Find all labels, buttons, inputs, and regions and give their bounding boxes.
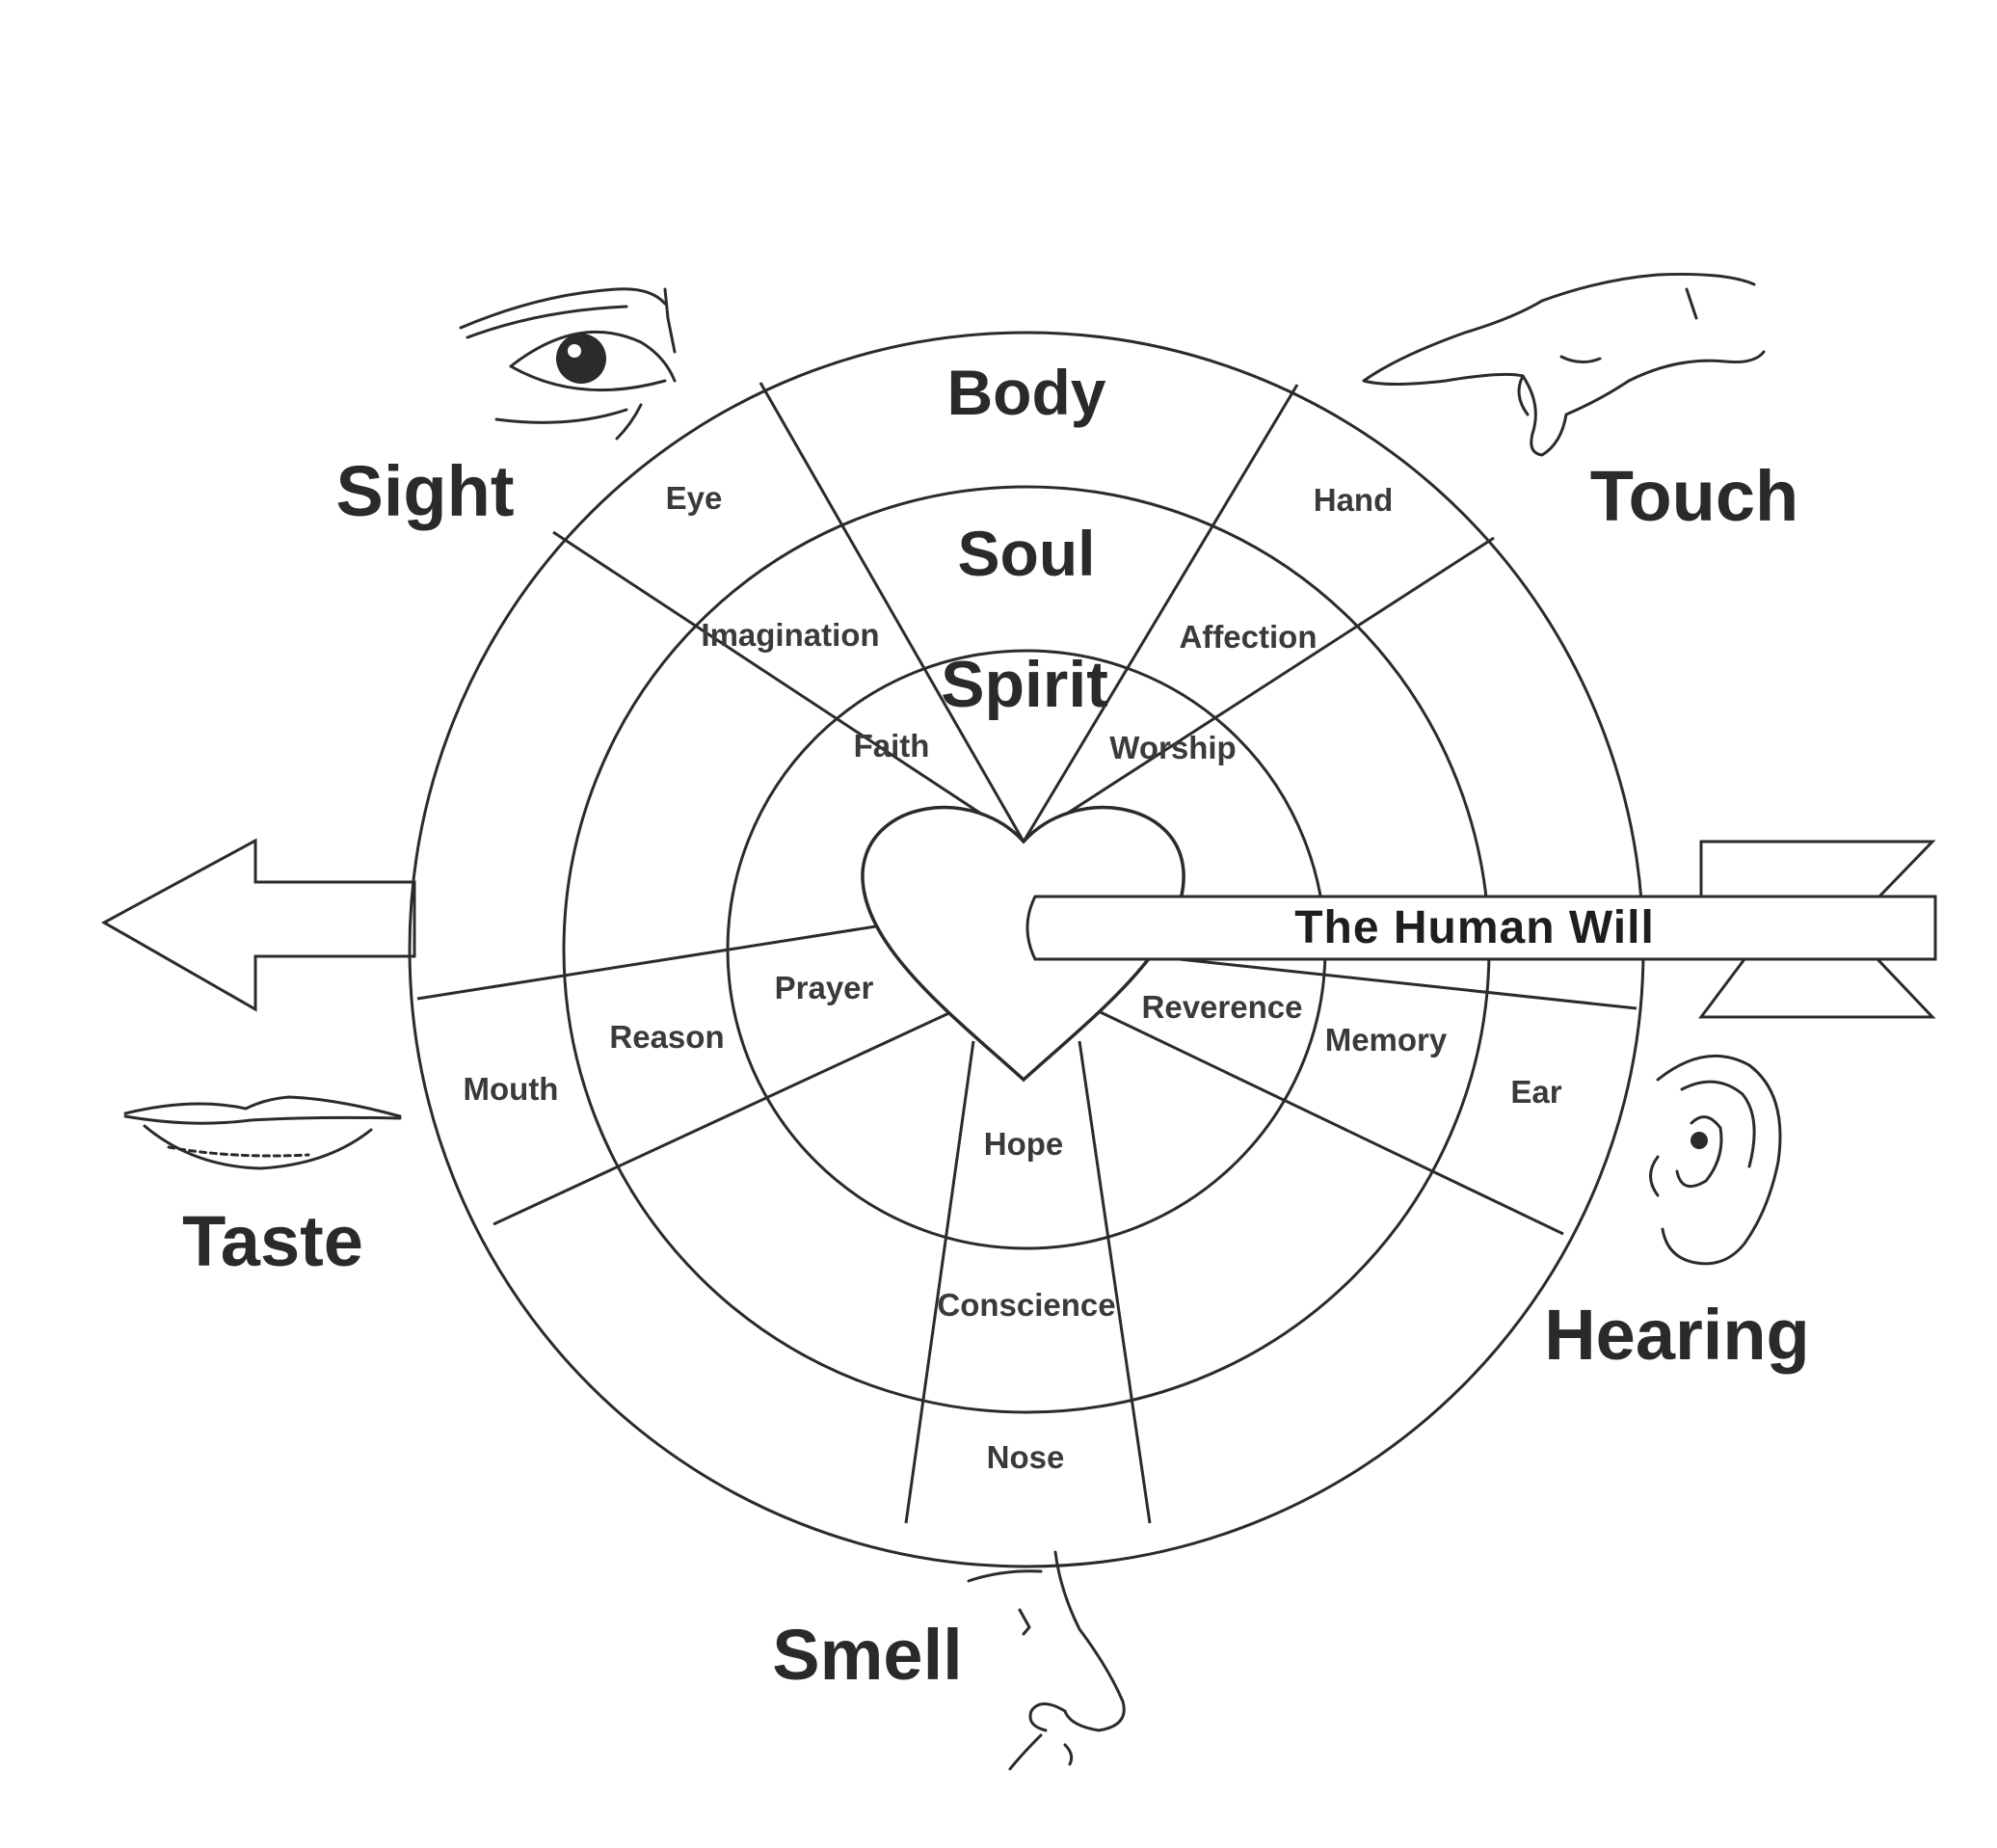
eye-icon <box>459 287 677 441</box>
left-arrow-icon <box>100 838 416 1012</box>
conscience-label: Conscience <box>937 1287 1115 1323</box>
ear-icon <box>1649 1054 1782 1266</box>
smell-label: Smell <box>772 1615 962 1695</box>
prayer-label: Prayer <box>775 970 874 1005</box>
lips-icon <box>123 1095 402 1170</box>
reverence-label: Reverence <box>1142 989 1303 1025</box>
ear-label: Ear <box>1510 1074 1561 1110</box>
worship-label: Worship <box>1109 730 1236 765</box>
affection-label: Affection <box>1180 619 1318 655</box>
imagination-label: Imagination <box>701 617 879 653</box>
hearing-label: Hearing <box>1544 1295 1810 1375</box>
human-will-label: The Human Will <box>1294 902 1655 953</box>
sight-label: Sight <box>336 451 515 531</box>
hand-label: Hand <box>1314 482 1394 518</box>
segment-dividers <box>416 382 1638 1524</box>
spirit-label: Spirit <box>941 648 1108 721</box>
mouth-label: Mouth <box>464 1071 559 1107</box>
body-label: Body <box>947 357 1106 428</box>
nose-label: Nose <box>987 1439 1065 1475</box>
eye-label: Eye <box>666 480 723 516</box>
heart-icon <box>861 805 1185 1083</box>
memory-label: Memory <box>1325 1022 1448 1058</box>
arrow-shaft <box>1025 895 1937 961</box>
taste-label: Taste <box>182 1201 363 1281</box>
faith-label: Faith <box>854 728 930 763</box>
nose-icon <box>967 1550 1126 1771</box>
human-will-arrow: The Human Will <box>1025 840 1937 1019</box>
reason-label: Reason <box>609 1019 724 1055</box>
soul-label: Soul <box>958 518 1096 589</box>
hope-label: Hope <box>984 1126 1064 1162</box>
touch-label: Touch <box>1590 456 1798 536</box>
pointing-hand-icon <box>1362 272 1766 457</box>
